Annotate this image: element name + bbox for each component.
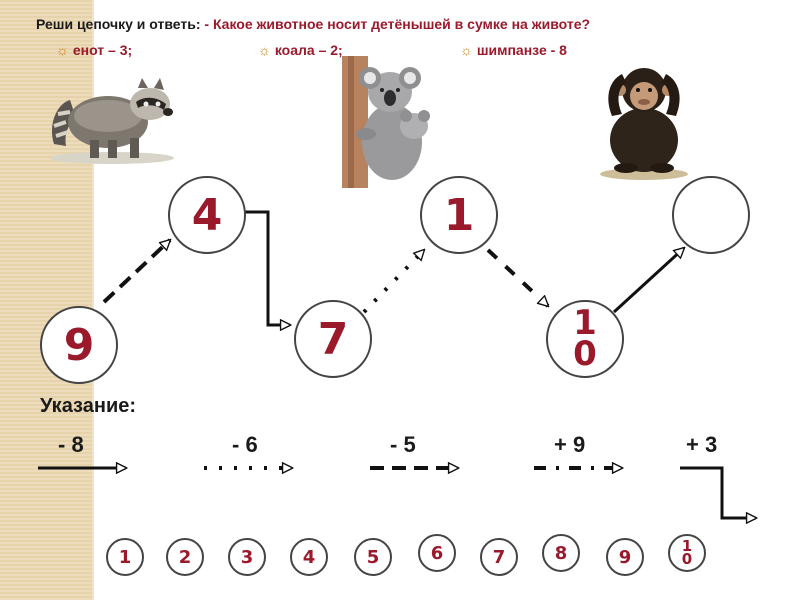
number-circle: 5: [354, 538, 392, 576]
number-value: 3: [241, 547, 254, 568]
number-value: 6: [431, 543, 444, 564]
chain-circle-2: 4: [168, 176, 246, 254]
number-circle: 8: [542, 534, 580, 572]
arrow-10-to-answer: [614, 248, 684, 312]
number-circle: 4: [290, 538, 328, 576]
hint-op-5: + 3: [686, 432, 717, 458]
number-circle: 6: [418, 534, 456, 572]
chain-circle-4: 1: [420, 176, 498, 254]
arrow-4-to-7: [243, 212, 290, 325]
arrow-7-to-1: [364, 250, 424, 312]
number-value: 8: [555, 543, 568, 564]
number-value-bottom: 0: [682, 553, 692, 567]
hint-op-1: - 8: [58, 432, 84, 458]
number-circle: 7: [480, 538, 518, 576]
arrow-9-to-4: [104, 240, 170, 302]
arrow-1-to-10: [488, 250, 548, 306]
chain-circle-3: 7: [294, 300, 372, 378]
number-circle: 3: [228, 538, 266, 576]
number-circle-last: 1 0: [668, 534, 706, 572]
hint-arrow-corner: [680, 468, 756, 518]
chain-circle-5: 1 0: [546, 300, 624, 378]
number-value: 9: [619, 547, 632, 568]
number-value: 4: [303, 547, 316, 568]
number-value: 5: [367, 547, 380, 568]
number-circle: 9: [606, 538, 644, 576]
hint-op-3: - 5: [390, 432, 416, 458]
chain-value-bottom: 0: [573, 339, 597, 370]
chain-value: 1: [444, 190, 475, 241]
number-value: 2: [179, 547, 192, 568]
chain-value: 7: [318, 314, 349, 365]
number-circle: 1: [106, 538, 144, 576]
chain-value: 9: [64, 320, 95, 371]
chain-value: 4: [192, 190, 223, 241]
hint-op-2: - 6: [232, 432, 258, 458]
number-circle: 2: [166, 538, 204, 576]
hint-title: Указание:: [40, 395, 136, 418]
hint-op-4: + 9: [554, 432, 585, 458]
answer-circle[interactable]: [672, 176, 750, 254]
chain-circle-start: 9: [40, 306, 118, 384]
number-value: 7: [493, 547, 506, 568]
number-value: 1: [119, 547, 132, 568]
